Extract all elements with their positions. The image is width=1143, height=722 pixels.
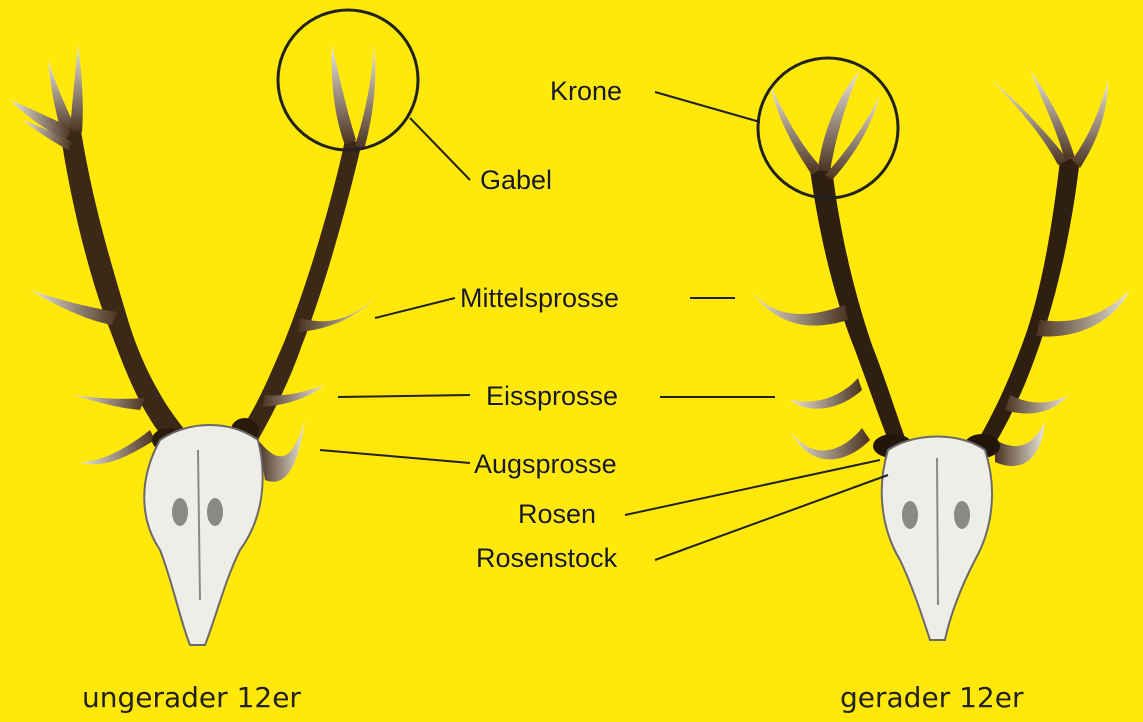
label-krone: Krone [550,78,622,105]
left-stag-left-beam [60,125,185,440]
caption-left: ungerader 12er [82,684,301,712]
label-mittelsprosse: Mittelsprosse [460,285,619,312]
label-gabel: Gabel [480,167,552,194]
right-skull [882,437,992,641]
label-rosen: Rosen [518,501,596,528]
label-augsprosse: Augsprosse [474,451,617,478]
label-rosenstock: Rosenstock [476,545,617,572]
left-antlers [10,45,378,482]
left-skull [144,425,262,645]
label-eissprosse: Eissprosse [486,383,618,410]
right-antlers [750,70,1130,466]
caption-right: gerader 12er [840,684,1023,712]
